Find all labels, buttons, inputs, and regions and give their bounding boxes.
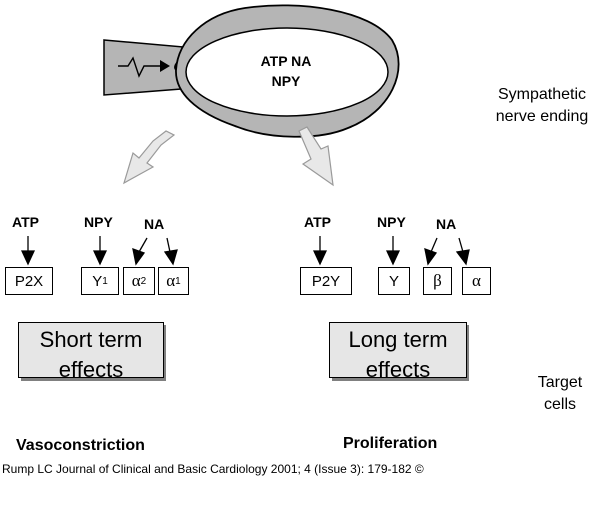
outcome-proliferation: Proliferation	[343, 435, 438, 452]
target-cells-label: Target cells	[520, 372, 600, 416]
short-term-effect-line1: Short term	[39, 327, 143, 352]
action-potential-icon	[118, 56, 160, 78]
receptor-alpha1-subscript: 1	[175, 275, 181, 287]
receptor-p2y-label: P2Y	[311, 272, 341, 290]
receptor-y1-subscript: 1	[102, 275, 108, 287]
vesicle	[185, 27, 389, 117]
short-term-effect-line2: effects	[58, 357, 124, 382]
arrow-na-a2	[138, 237, 148, 253]
receptor-y1-label: Y	[92, 272, 103, 290]
receptor-y-label: Y	[388, 272, 399, 290]
transmitter-npy-short: NPY	[84, 214, 113, 230]
transmitter-na-long: NA	[436, 216, 457, 232]
short-term-effect-box: Short term effects	[18, 322, 164, 382]
arrowhead-atp-short	[20, 250, 36, 266]
vesicle-text-line2: NPY	[272, 73, 301, 89]
arrow-na-alpha	[458, 237, 464, 253]
receptor-y: Y	[378, 267, 410, 295]
arrowhead-na-a2	[132, 247, 146, 266]
receptor-alpha-label: α	[472, 271, 481, 290]
receptor-alpha2-label: α	[131, 271, 141, 290]
transmitter-atp-long: ATP	[304, 214, 331, 230]
action-potential-arrowhead	[160, 60, 170, 72]
arrow-na-a1	[166, 237, 171, 253]
nerve-label-line1: Sympathetic	[497, 86, 587, 103]
target-label-line2: cells	[543, 396, 576, 413]
arrowhead-npy-short	[92, 250, 108, 266]
arrowhead-na-alpha	[455, 249, 470, 266]
nerve-label-line2: nerve ending	[495, 108, 589, 125]
long-term-effect-box: Long term effects	[329, 322, 467, 382]
receptor-beta-label: β	[433, 271, 442, 290]
transmitter-npy-long: NPY	[377, 214, 406, 230]
receptor-alpha: α	[462, 267, 491, 295]
outcome-vasoconstriction: Vasoconstriction	[16, 437, 145, 454]
arrowhead-na-beta	[424, 247, 438, 266]
long-term-effect-line2: effects	[365, 357, 431, 382]
arrow-na-beta	[430, 237, 438, 253]
nerve-ending: ATP NA NPY	[103, 4, 400, 138]
target-label-line1: Target	[537, 374, 583, 391]
citation-text: Rump LC Journal of Clinical and Basic Ca…	[2, 462, 424, 476]
vesicle-text-line1: ATP NA	[261, 53, 312, 69]
receptor-beta: β	[423, 267, 452, 295]
long-term-transmitter-arrows	[312, 236, 470, 266]
transmitter-na-short: NA	[144, 216, 165, 232]
arrow-to-long-term	[298, 126, 334, 187]
arrow-to-short-term	[123, 130, 176, 185]
arrowhead-npy-long	[385, 250, 401, 266]
receptor-alpha2-subscript: 2	[140, 275, 147, 287]
receptor-p2x: P2X	[5, 267, 53, 295]
receptor-p2x-label: P2X	[14, 272, 44, 290]
arrowhead-na-a1	[163, 249, 178, 266]
receptor-alpha1-label: α	[166, 271, 176, 290]
short-term-transmitter-arrows	[20, 236, 178, 266]
nerve-ending-label: Sympathetic nerve ending	[484, 84, 600, 128]
arrowhead-atp-long	[312, 250, 328, 266]
transmitter-atp-short: ATP	[12, 214, 39, 230]
receptor-p2y: P2Y	[300, 267, 352, 295]
long-term-effect-line1: Long term	[348, 327, 448, 352]
